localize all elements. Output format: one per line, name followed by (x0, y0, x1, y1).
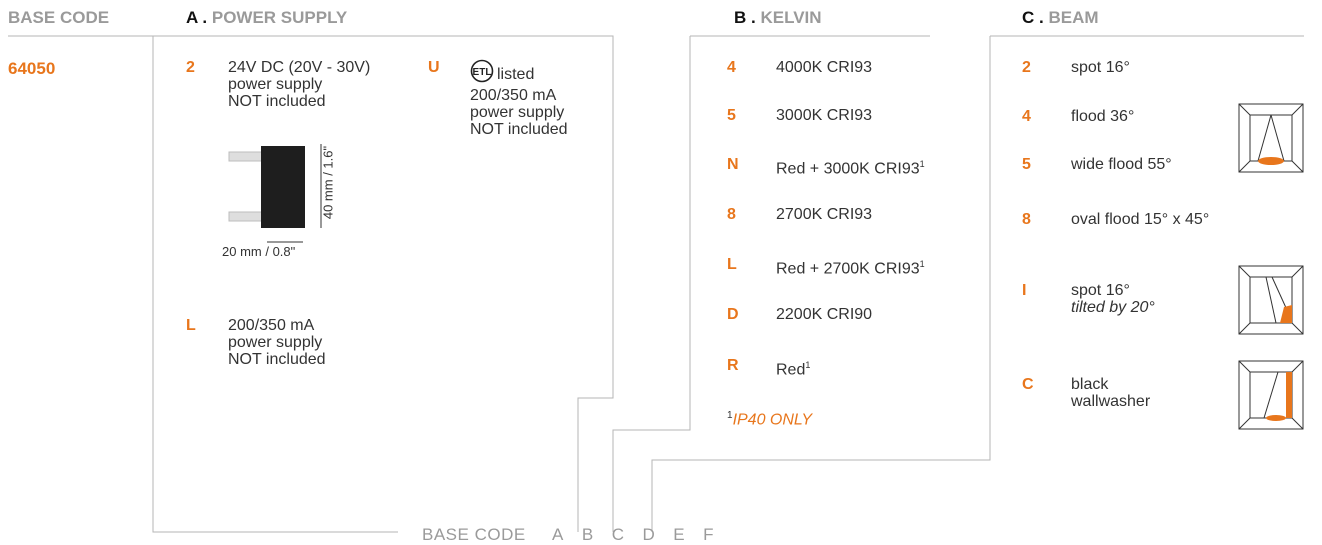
power-option-line: power supply (470, 104, 565, 121)
header-c-dot: . (1039, 8, 1044, 27)
power-supply-illustration (228, 144, 322, 243)
kelvin-option-code: R (727, 357, 739, 374)
kelvin-option-label: 2700K CRI93 (776, 206, 872, 223)
kelvin-option-label: Red + 3000K CRI931 (776, 156, 925, 177)
power-option-code: L (186, 317, 196, 334)
power-option-line: NOT included (470, 121, 568, 138)
power-option-line: power supply (228, 334, 323, 351)
beam-option-label: spot 16° (1071, 59, 1130, 76)
flood-beam-icon (1238, 103, 1304, 173)
power-option-description: 200/350 mA power supply NOT included (228, 317, 326, 368)
etl-listed-mark: ETL (470, 59, 494, 87)
power-option-line: power supply (228, 76, 323, 93)
kelvin-option-text: Red + 3000K CRI93 (776, 160, 920, 178)
kelvin-option-code: 8 (727, 206, 736, 223)
kelvin-option-label: 2200K CRI90 (776, 306, 872, 323)
footer-base-code: BASE CODE (422, 525, 526, 544)
power-option-line: ETL listed (470, 59, 568, 87)
base-code-value: 64050 (8, 59, 56, 78)
kelvin-option-code: L (727, 256, 737, 273)
header-a-letter: A (186, 8, 198, 27)
kelvin-option-code: N (727, 156, 739, 173)
wallwasher-icon (1238, 360, 1304, 430)
kelvin-option-label: Red1 (776, 357, 810, 378)
power-option-line-text: listed (497, 66, 535, 83)
kelvin-option-code: 4 (727, 59, 736, 76)
kelvin-option-text: 4000K CRI93 (776, 59, 873, 76)
footnote-superscript: 1 (805, 360, 811, 370)
power-option-description: 24V DC (20V - 30V) power supply NOT incl… (228, 59, 370, 110)
etl-mark-text: ETL (473, 67, 492, 78)
header-c-label: BEAM (1048, 8, 1099, 27)
power-option-line: 200/350 mA (470, 87, 557, 104)
beam-option-code: 8 (1022, 211, 1031, 228)
beam-option-code: I (1022, 282, 1027, 299)
header-c-letter: C (1022, 8, 1035, 27)
power-option-code: 2 (186, 59, 195, 76)
power-option-line: 200/350 mA (228, 317, 315, 334)
header-kelvin: B . KELVIN (734, 8, 822, 28)
beam-option-line: spot 16° (1071, 282, 1130, 299)
kelvin-option-label: 4000K CRI93 (776, 59, 872, 76)
footnote-superscript: 1 (919, 159, 925, 169)
footer-letter: B (581, 525, 594, 544)
beam-option-code: C (1022, 376, 1034, 393)
header-power-supply: A . POWER SUPPLY (186, 8, 347, 28)
footer-letter: C (611, 525, 625, 544)
footnote-superscript: 1 (919, 259, 925, 269)
kelvin-option-text: Red (776, 361, 806, 379)
dimension-width-label: 20 mm / 0.8" (222, 244, 296, 259)
beam-option-code: 4 (1022, 108, 1031, 125)
dimension-height-label: 40 mm / 1.6" (320, 145, 336, 220)
kelvin-option-text: 2700K CRI93 (776, 206, 873, 223)
footnote-mark: 1 (727, 410, 733, 421)
kelvin-footnote: 1IP40 ONLY (727, 410, 812, 429)
header-b-dot: . (751, 8, 756, 27)
footer-letter: D (642, 525, 656, 544)
kelvin-option-code: 5 (727, 107, 736, 124)
beam-option-code: 2 (1022, 59, 1031, 76)
header-b-label: KELVIN (760, 8, 822, 27)
kelvin-option-text: Red + 2700K CRI93 (776, 260, 920, 278)
beam-option-label: spot 16° tilted by 20° (1071, 282, 1155, 316)
power-option-line: NOT included (228, 93, 326, 110)
beam-option-line: black (1071, 376, 1109, 393)
power-option-line: NOT included (228, 351, 326, 368)
beam-option-label: oval flood 15° x 45° (1071, 211, 1210, 228)
footer-letter: A (552, 525, 564, 544)
beam-option-code: 5 (1022, 156, 1031, 173)
tilted-spot-icon (1238, 265, 1304, 335)
power-option-code: U (428, 59, 440, 76)
power-option-description: ETL listed 200/350 mA power supply NOT i… (470, 59, 568, 138)
kelvin-option-text: 3000K CRI93 (776, 107, 873, 124)
beam-option-line: tilted by 20° (1071, 299, 1155, 316)
kelvin-option-code: D (727, 306, 739, 323)
kelvin-option-label: Red + 2700K CRI931 (776, 256, 925, 277)
header-a-dot: . (202, 8, 208, 27)
beam-option-label: wide flood 55° (1071, 156, 1172, 173)
footer-letter: E (673, 525, 686, 544)
beam-option-label: black wallwasher (1071, 376, 1150, 410)
header-b-letter: B (734, 8, 747, 27)
kelvin-option-text: 2200K CRI90 (776, 306, 873, 323)
beam-option-label: flood 36° (1071, 108, 1135, 125)
footer-letter: F (703, 525, 714, 544)
power-option-line: 24V DC (20V - 30V) (228, 59, 371, 76)
header-a-label: POWER SUPPLY (211, 8, 348, 27)
header-beam: C . BEAM (1022, 8, 1099, 28)
beam-option-line: wallwasher (1071, 393, 1151, 410)
kelvin-option-label: 3000K CRI93 (776, 107, 872, 124)
header-base-code: BASE CODE (8, 8, 110, 27)
footnote-text: IP40 ONLY (732, 411, 813, 429)
